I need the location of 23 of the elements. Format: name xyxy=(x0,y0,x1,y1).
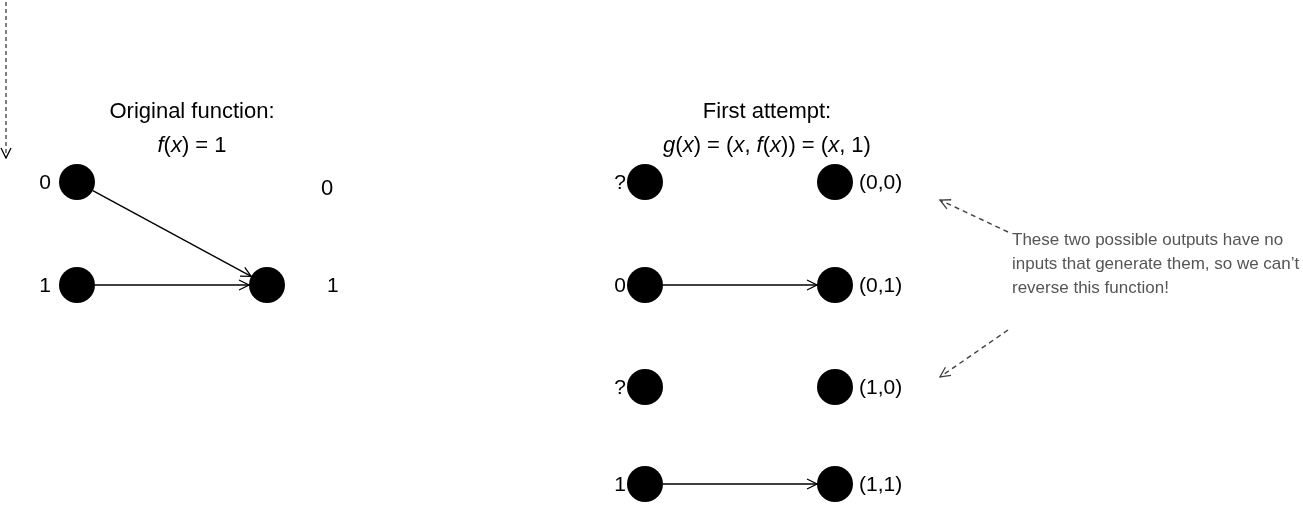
heading-text: f(x) = 1 xyxy=(157,132,227,158)
value-label: ? xyxy=(614,375,626,399)
value-label: (1,1) xyxy=(859,472,903,496)
value-label: 0 xyxy=(320,175,334,201)
value-label: 1 xyxy=(39,273,51,297)
value-label: (0,1) xyxy=(859,273,903,297)
arrow xyxy=(939,329,1009,378)
value-label: ? xyxy=(614,170,626,194)
heading-text: Original function: xyxy=(109,98,275,124)
value-label: (1,0) xyxy=(859,375,903,399)
heading-text: g(x) = (x, f(x)) = (x, 1) xyxy=(663,132,871,158)
arrow xyxy=(662,478,818,490)
heading-text: First attempt: xyxy=(702,98,832,124)
value-label: 1 xyxy=(614,472,626,496)
callout-text: These two possible outputs have no inputs that generate them, so we can’t reverse this function! xyxy=(1012,228,1302,300)
arrow xyxy=(939,199,1009,233)
value-label: 0 xyxy=(39,170,51,194)
arrow xyxy=(92,189,252,278)
value-label: 0 xyxy=(614,273,626,297)
arrow xyxy=(662,279,818,291)
arrow xyxy=(94,279,250,291)
value-label: 1 xyxy=(327,273,339,297)
value-label: (0,0) xyxy=(859,170,903,194)
